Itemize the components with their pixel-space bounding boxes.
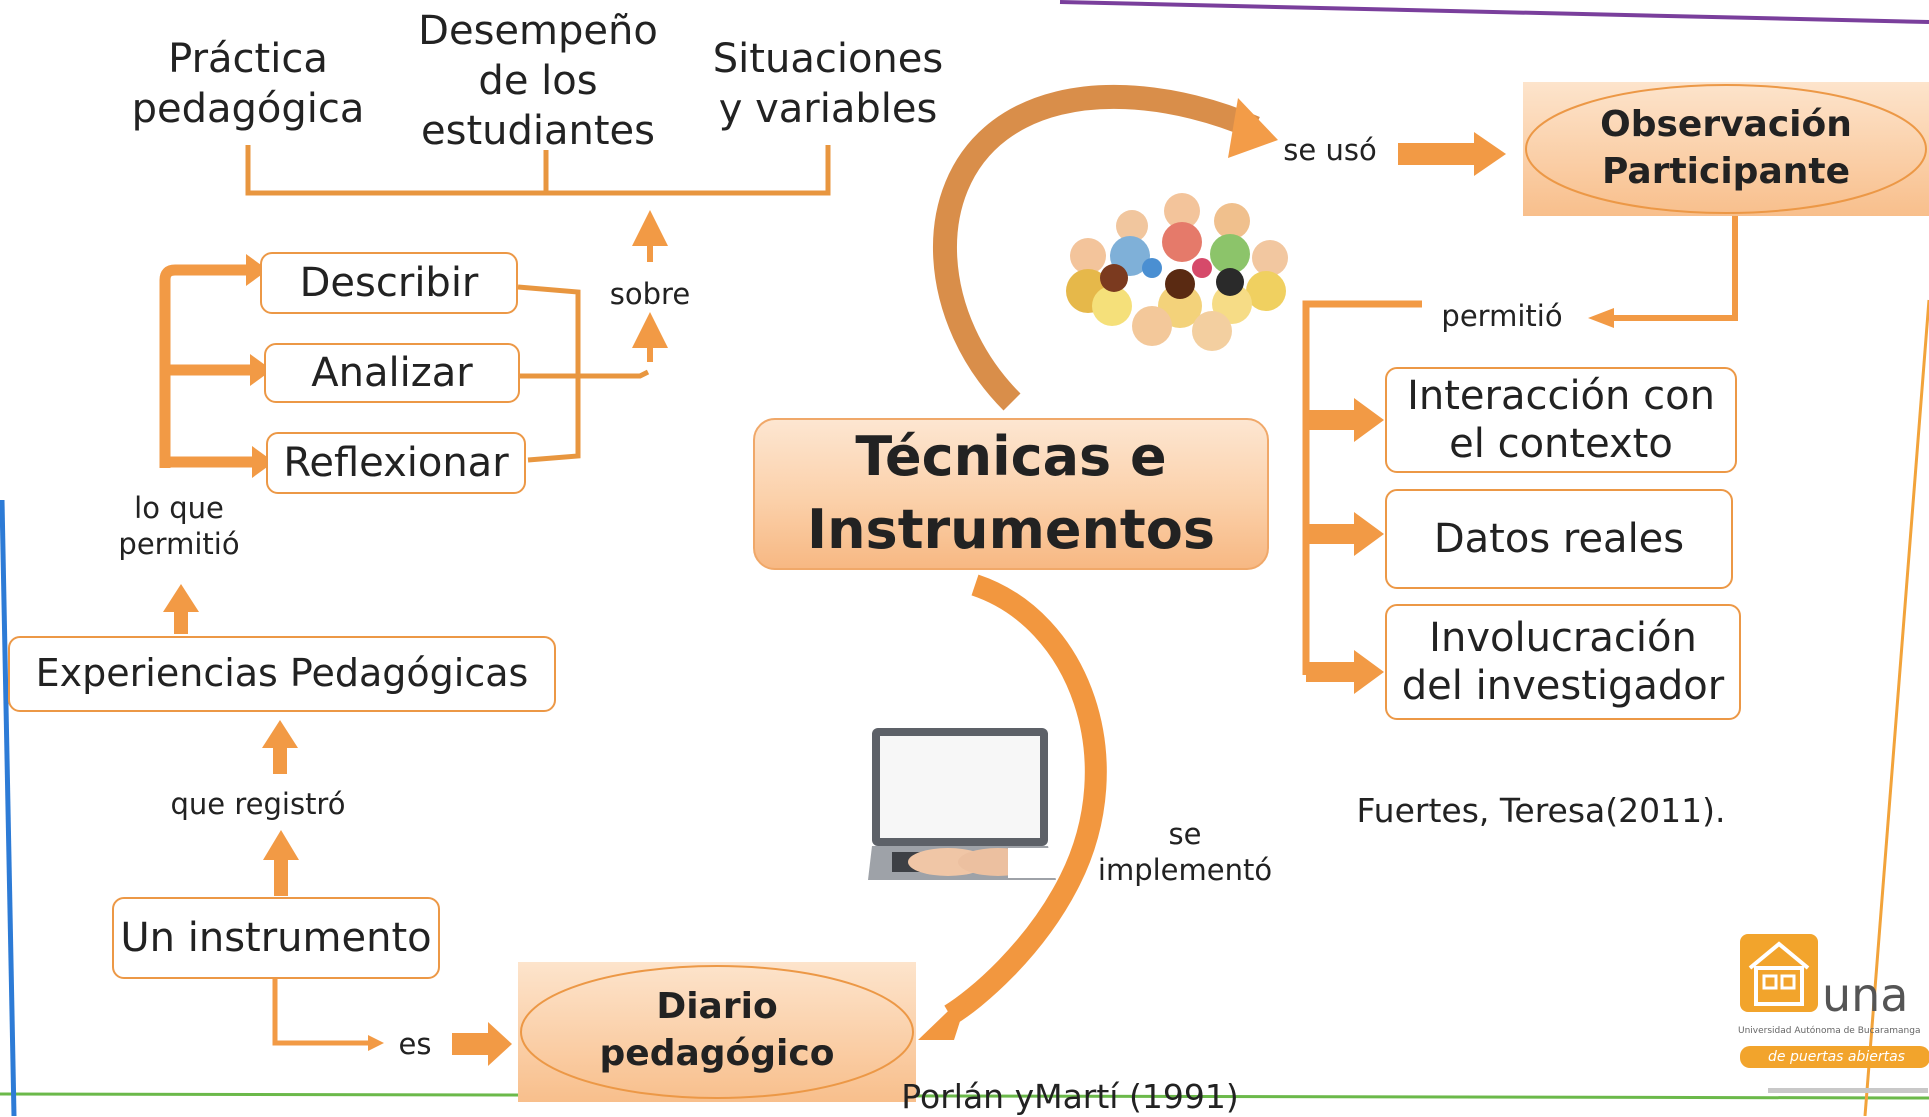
- title-line1: Técnicas e: [855, 425, 1167, 489]
- citation-porlan-marti: Porlán yMartí (1991): [901, 1077, 1239, 1116]
- box-experiencias-pedagogicas: Experiencias Pedagógicas: [8, 636, 556, 712]
- box-describir: Describir: [260, 252, 518, 314]
- label-desempeno-line1: Desempeño: [418, 8, 658, 54]
- box-un-instrumento-text: Un instrumento: [120, 915, 432, 961]
- box-reflexionar: Reflexionar: [266, 432, 526, 494]
- label-lo-que-line2: permitió: [118, 527, 240, 562]
- box-tecnicas-instrumentos: Técnicas e Instrumentos: [753, 418, 1269, 570]
- label-que-registro: que registró: [170, 787, 346, 821]
- label-se-implemento-line2: implementó: [1097, 853, 1273, 888]
- observacion-line2: Participante: [1601, 150, 1850, 192]
- label-situaciones-variables: Situaciones y variables: [698, 34, 958, 134]
- label-desempeno-line2: de los: [478, 58, 598, 104]
- label-practica-pedagogica: Práctica pedagógica: [118, 34, 378, 134]
- diario-line1: Diario: [656, 986, 778, 1027]
- label-se-implemento-line1: se: [1168, 817, 1202, 851]
- box-interaccion-contexto: Interacción con el contexto: [1385, 367, 1737, 473]
- una-logo-name: una: [1822, 968, 1909, 1022]
- box-involucracion-investigador: Involucración del investigador: [1385, 604, 1741, 720]
- una-logo-subtitle: Universidad Autónoma de Bucaramanga: [1738, 1026, 1921, 1036]
- label-se-implemento: se implementó: [1090, 816, 1280, 889]
- label-practica-line1: Práctica: [168, 36, 328, 82]
- box-experiencias-text: Experiencias Pedagógicas: [35, 651, 529, 696]
- label-se-uso: se usó: [1283, 133, 1377, 167]
- label-permitio: permitió: [1441, 299, 1563, 333]
- una-logo-slogan: de puertas abiertas: [1768, 1049, 1905, 1065]
- interaccion-line2: el contexto: [1449, 421, 1673, 467]
- una-logo: una Universidad Autónoma de Bucaramanga …: [1738, 928, 1929, 1110]
- children-circle-illustration: [1066, 193, 1288, 351]
- observacion-ellipse: [1525, 84, 1927, 214]
- laptop-typing-illustration: [868, 728, 1056, 880]
- box-analizar: Analizar: [264, 343, 520, 403]
- box-un-instrumento: Un instrumento: [112, 897, 440, 979]
- box-datos-reales-text: Datos reales: [1433, 516, 1685, 562]
- box-reflexionar-text: Reflexionar: [283, 440, 509, 486]
- box-datos-reales: Datos reales: [1385, 489, 1733, 589]
- title-line2: Instrumentos: [807, 498, 1215, 561]
- label-es: es: [398, 1027, 432, 1061]
- diario-ellipse: [520, 965, 914, 1099]
- label-lo-que-permitio: lo que permitió: [104, 490, 254, 563]
- una-house-icon: [1740, 934, 1929, 1093]
- diario-pedagogico-container: Diario pedagógico: [518, 962, 916, 1102]
- observacion-participante-container: Observación Participante: [1523, 82, 1929, 216]
- label-sobre: sobre: [609, 277, 691, 311]
- interaccion-line1: Interacción con: [1407, 373, 1715, 419]
- title-tecnicas-instrumentos: Técnicas e Instrumentos: [807, 421, 1215, 567]
- observacion-participante-label: Observación Participante: [1523, 102, 1929, 196]
- label-practica-line2: pedagógica: [131, 86, 365, 132]
- involucracion-line1: Involucración: [1429, 615, 1697, 661]
- observacion-line1: Observación: [1600, 104, 1852, 145]
- citation-fuertes-teresa: Fuertes, Teresa(2011).: [1356, 791, 1726, 830]
- label-situaciones-line2: y variables: [718, 86, 938, 132]
- involucracion-line2: del investigador: [1401, 663, 1725, 709]
- diario-line2: pedagógico: [599, 1032, 835, 1074]
- box-describir-text: Describir: [299, 260, 479, 306]
- box-interaccion-text: Interacción con el contexto: [1407, 372, 1715, 468]
- box-analizar-text: Analizar: [311, 350, 473, 396]
- label-desempeno-line3: estudiantes: [421, 108, 655, 154]
- label-desempeno-estudiantes: Desempeño de los estudiantes: [398, 6, 678, 156]
- diario-pedagogico-label: Diario pedagógico: [518, 984, 916, 1078]
- label-lo-que-line1: lo que: [134, 491, 224, 525]
- box-involucracion-text: Involucración del investigador: [1402, 614, 1724, 710]
- label-situaciones-line1: Situaciones: [712, 36, 944, 82]
